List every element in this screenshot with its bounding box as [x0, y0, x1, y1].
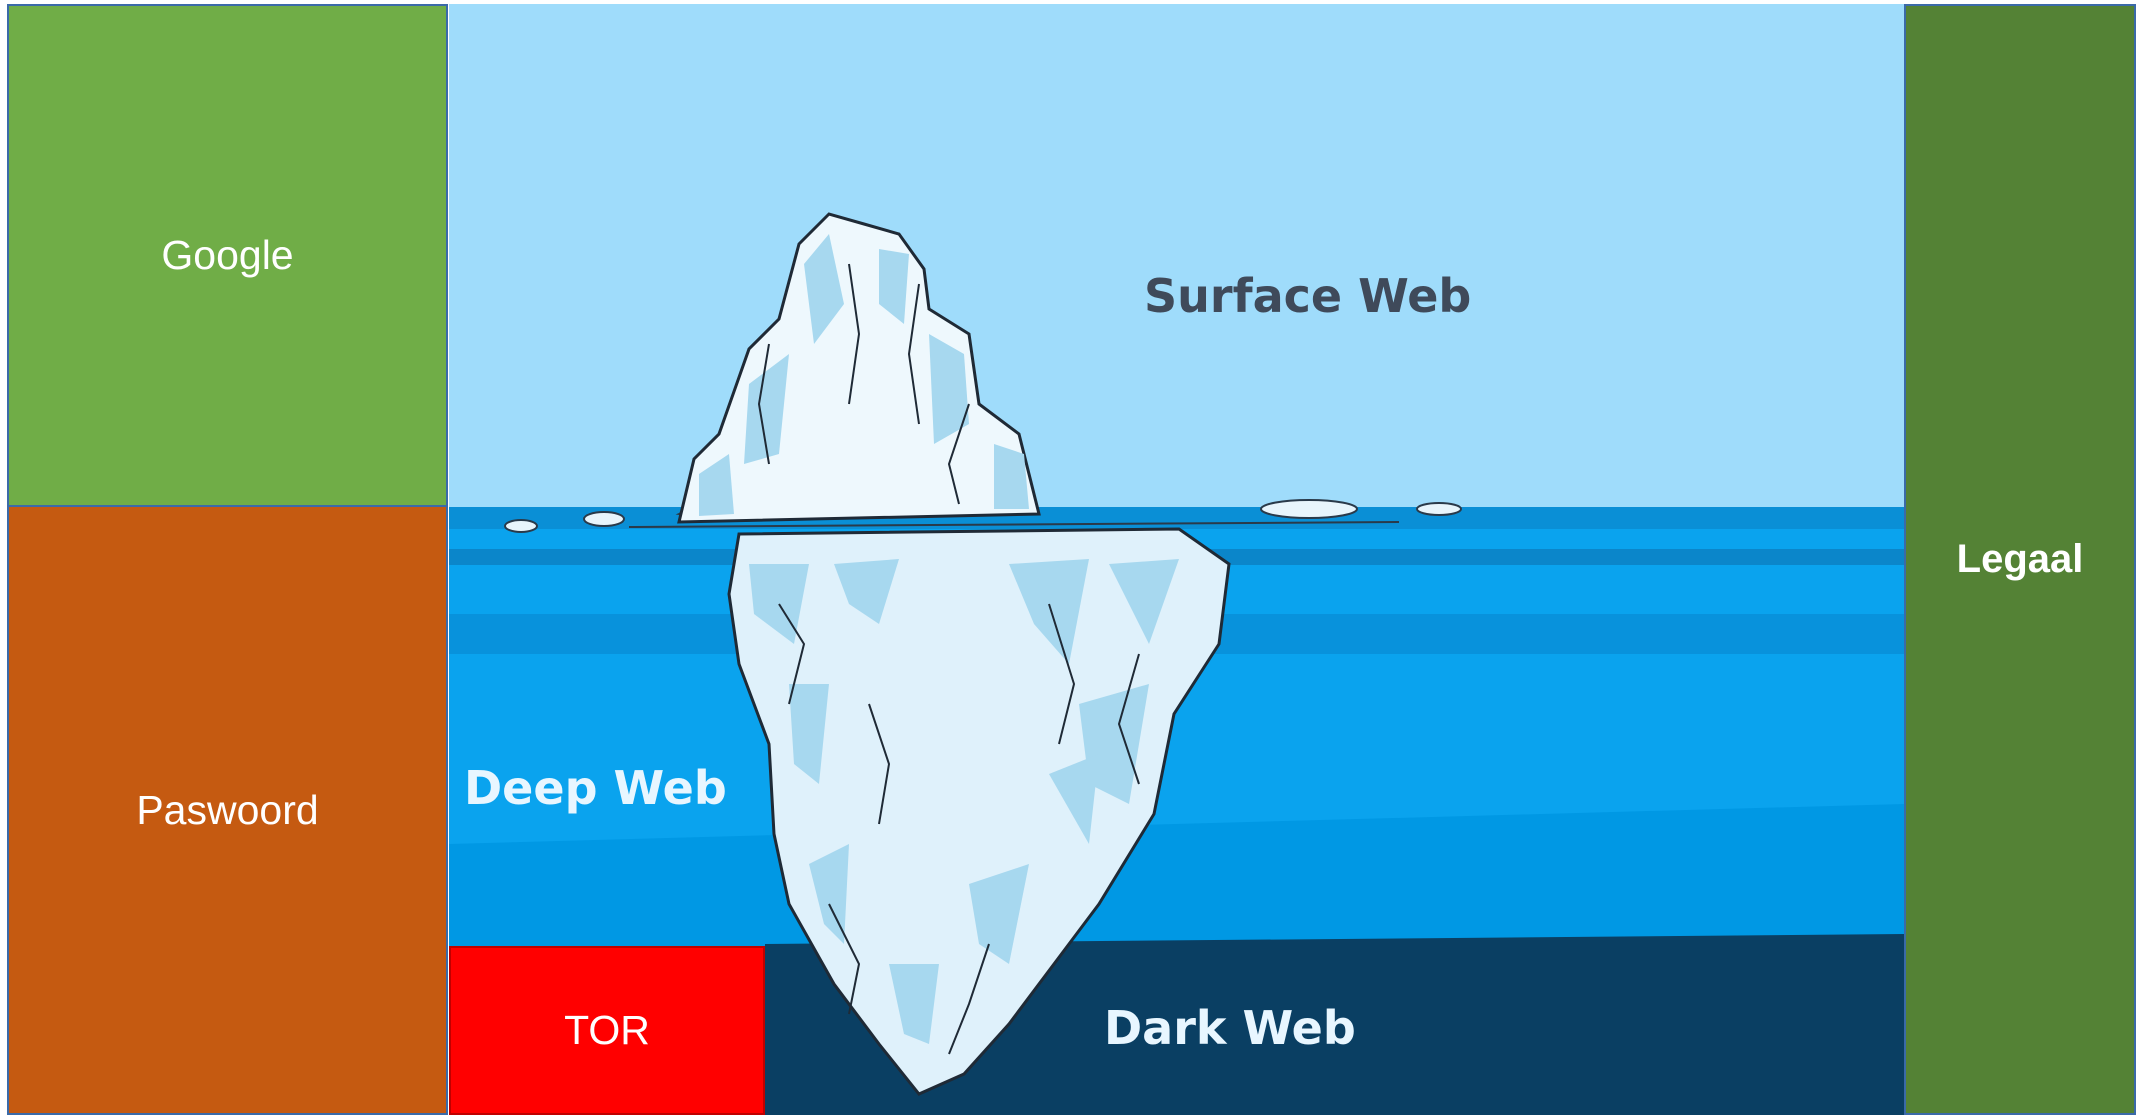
deep-web-label: Deep Web — [464, 761, 727, 815]
surface-web-label: Surface Web — [1144, 269, 1471, 323]
google-label: Google — [161, 232, 293, 279]
sky-background — [449, 4, 1904, 507]
google-panel: Google — [7, 4, 448, 507]
tor-label: TOR — [564, 1007, 650, 1054]
dark-web-label: Dark Web — [1104, 1001, 1356, 1055]
tor-panel: TOR — [449, 946, 765, 1115]
legal-label: Legaal — [1957, 537, 2084, 582]
password-panel: Paswoord — [7, 505, 448, 1115]
water-surface-band — [449, 507, 1904, 529]
password-label: Paswoord — [136, 787, 318, 834]
legal-panel: Legaal — [1904, 4, 2136, 1115]
